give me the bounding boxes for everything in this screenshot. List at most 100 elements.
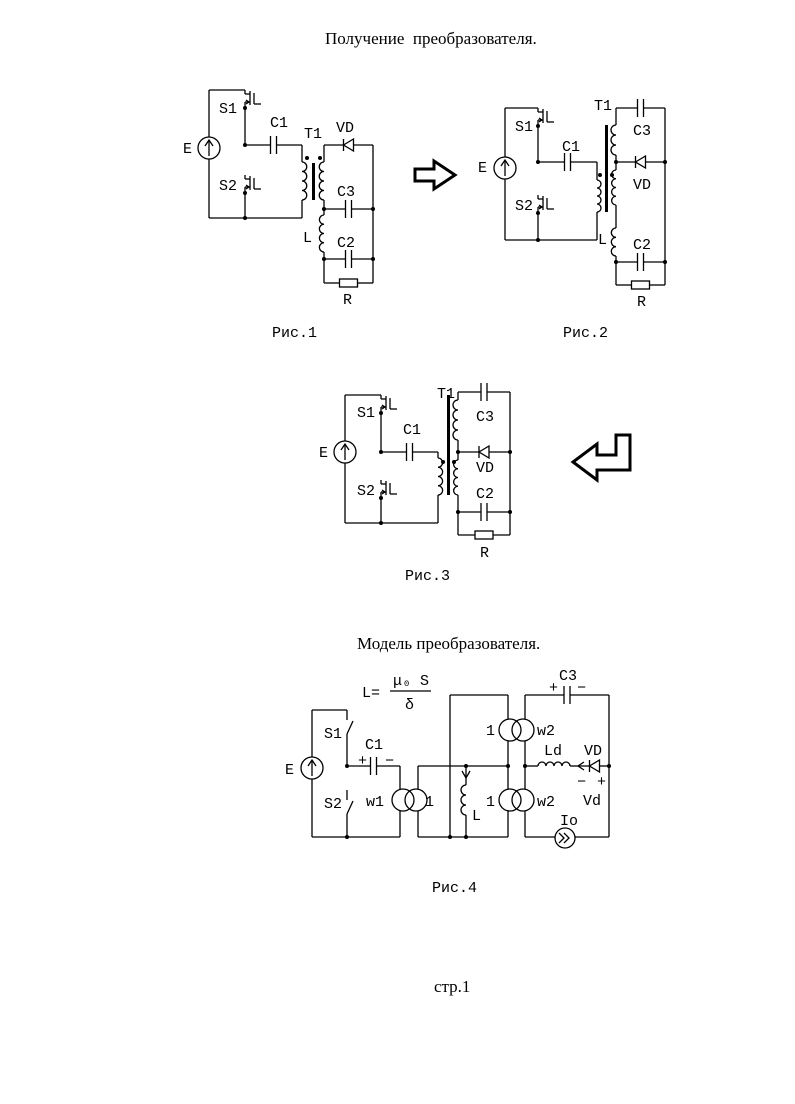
inductor-coil [460,784,467,816]
component-label: C3 [337,184,355,201]
figure-caption: Рис.1 [272,325,317,342]
model-title: Модель преобразователя. [357,634,540,653]
junction-dot [607,764,611,768]
component-label: VD [633,177,651,194]
component-label: C2 [337,235,355,252]
junction-dot [456,510,460,514]
ideal-transformer-winding [511,788,535,812]
formula-denominator: δ [405,697,414,714]
polarity-plus: + [549,680,558,697]
component-label: E [319,445,328,462]
junction-dot [243,216,247,220]
arrow-icon [245,99,250,105]
junction-dot [371,207,375,211]
junction-dot [318,156,322,160]
component-label: C1 [270,115,288,132]
inductor-coil [318,161,325,201]
inductor-coil [318,214,325,253]
inductor-ld [537,761,571,767]
component-label: VD [336,120,354,137]
switch-blade [346,800,354,815]
formula-lhs: L= [362,685,380,702]
ratio-label: 1 [425,794,434,811]
transformer-core [447,395,450,495]
component-label: S2 [324,796,342,813]
component-label: Ld [544,743,562,760]
junction-dot [508,510,512,514]
junction-dot [614,160,618,164]
component-label: w1 [366,794,384,811]
component-label: T1 [594,98,612,115]
polarity-minus: − [577,774,586,791]
junction-dot [322,207,326,211]
component-label: C1 [403,422,421,439]
component-label: E [478,160,487,177]
component-label: Vd [583,793,601,810]
inductor-coil [610,227,617,257]
diode-symbol [588,758,601,774]
inductor-coil [596,179,602,213]
ratio-label: 1 [486,723,495,740]
arrow-icon [245,184,250,190]
inductor-coil [301,161,308,201]
polarity-minus: − [385,753,394,770]
junction-dot [506,764,510,768]
component-label: C2 [476,486,494,503]
component-label: T1 [437,386,455,403]
junction-dot [536,211,540,215]
component-label: C1 [562,139,580,156]
component-label: S1 [515,119,533,136]
resistor-symbol [630,280,651,290]
component-label: w2 [537,723,555,740]
junction-dot [322,257,326,261]
component-label: L [303,230,312,247]
inductor-coil [452,459,459,496]
junction-dot [536,124,540,128]
ideal-transformer-winding [404,788,428,812]
arrow-icon [576,761,585,771]
ratio-label: 1 [486,794,495,811]
inductor-coil [452,399,459,441]
inductor-coil [610,169,617,206]
polarity-minus: − [577,680,586,697]
arrow-up-icon [307,758,317,767]
junction-dot [371,257,375,261]
ideal-transformer-winding [498,718,522,742]
component-label: L [472,808,481,825]
right-arrow-icon [413,158,458,192]
junction-dot [614,260,618,264]
figure-caption: Рис.4 [432,880,477,897]
arrow-up-icon [340,442,350,451]
junction-dot [448,835,452,839]
ideal-transformer-winding [498,788,522,812]
junction-dot [305,156,309,160]
current-source-symbol [554,827,576,849]
component-label: T1 [304,126,322,143]
junction-dot [441,460,445,464]
component-label: E [285,762,294,779]
junction-dot [243,191,247,195]
component-label: R [343,292,352,309]
page-number: стр.1 [434,977,470,996]
inductor-coil [437,457,444,496]
component-label: Io [560,813,578,830]
transformer-core [605,125,608,212]
inductor-coil [610,124,617,156]
junction-dot [598,173,602,177]
arrow-icon [381,404,386,410]
double-chevron-icon [558,832,570,844]
junction-dot [379,411,383,415]
component-label: S2 [357,483,375,500]
component-label: S2 [219,178,237,195]
arrow-up-icon [500,158,510,167]
polarity-plus: + [358,753,367,770]
junction-dot [345,835,349,839]
component-label: C2 [633,237,651,254]
component-label: R [480,545,489,562]
junction-dot [663,260,667,264]
component-label: S1 [324,726,342,743]
junction-dot [536,238,540,242]
component-label: L [598,232,607,249]
arrow-icon [538,117,543,123]
